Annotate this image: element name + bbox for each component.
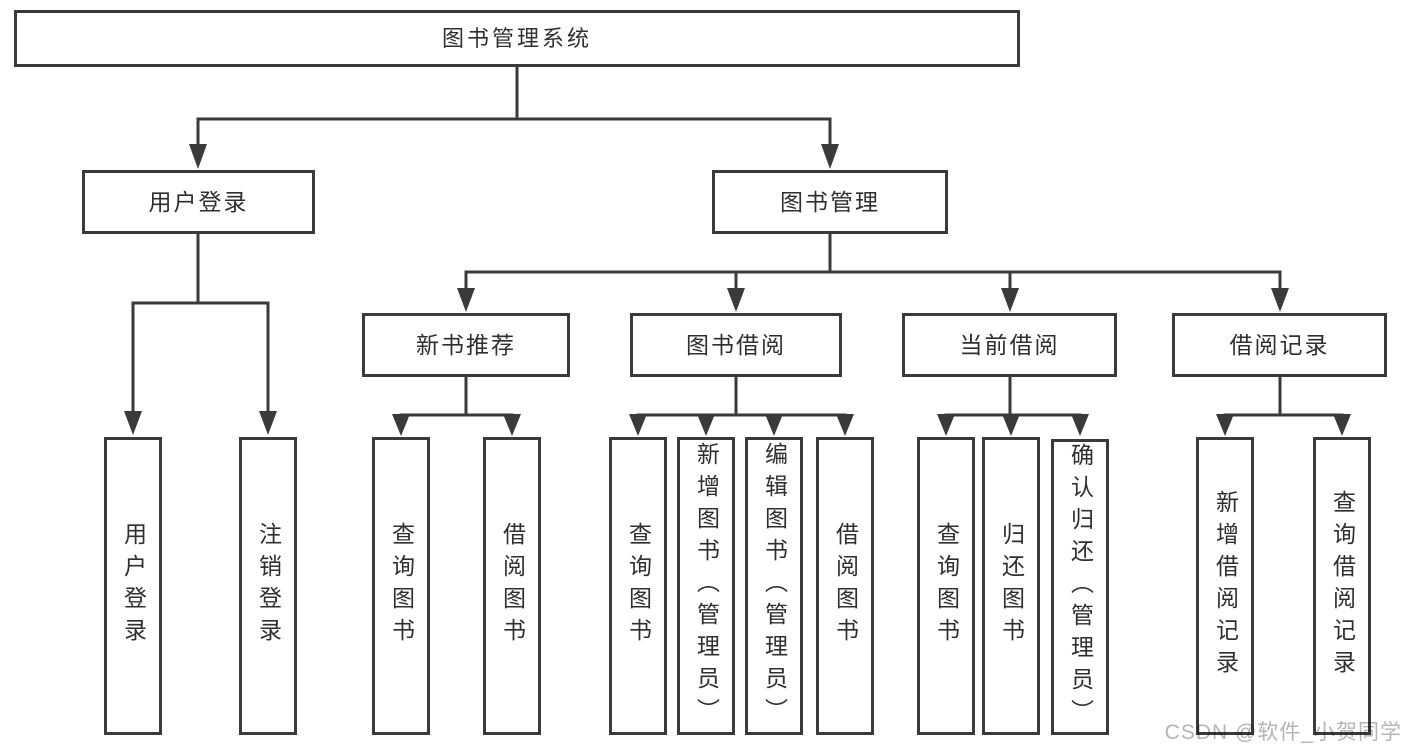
leaf-query-books-2: 查询图书: [609, 437, 667, 735]
leaf-confirm-return-admin: 确认归还（管理员）: [1051, 439, 1109, 735]
leaf-edit-book-admin: 编辑图书（管理员）: [745, 437, 803, 735]
leaf-add-borrow-record: 新增借阅记录: [1196, 437, 1254, 735]
leaf-user-login: 用户登录: [104, 437, 162, 735]
leaf-query-borrow-record: 查询借阅记录: [1313, 437, 1371, 735]
node-borrow-records: 借阅记录: [1172, 313, 1387, 377]
node-book-management: 图书管理: [712, 170, 948, 234]
leaf-query-books-3: 查询图书: [917, 437, 975, 735]
leaf-query-books-1: 查询图书: [372, 437, 430, 735]
leaf-borrow-books-1: 借阅图书: [483, 437, 541, 735]
leaf-return-books: 归还图书: [982, 437, 1040, 735]
node-root: 图书管理系统: [14, 10, 1020, 67]
leaf-add-book-admin: 新增图书（管理员）: [677, 437, 735, 735]
node-new-book-recommend: 新书推荐: [362, 313, 570, 377]
leaf-logout: 注销登录: [239, 437, 297, 735]
node-book-borrow: 图书借阅: [630, 313, 842, 377]
node-current-borrow: 当前借阅: [902, 313, 1117, 377]
leaf-borrow-books-2: 借阅图书: [816, 437, 874, 735]
node-user-login: 用户登录: [82, 170, 315, 234]
csdn-watermark: CSDN @软件_小贺同学: [1164, 721, 1402, 744]
